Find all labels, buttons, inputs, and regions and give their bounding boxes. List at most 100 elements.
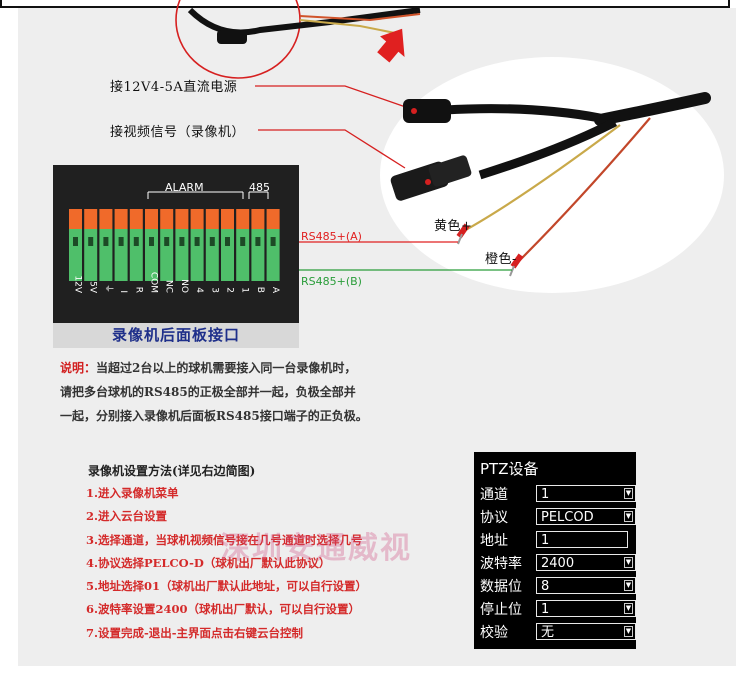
dc-plug-icon (403, 99, 451, 123)
terminal-body (129, 229, 143, 281)
terminal-hole (225, 237, 230, 246)
terminal-hole (103, 237, 109, 246)
terminal-lever (160, 209, 174, 229)
terminal-hole (240, 237, 246, 246)
terminal-body (266, 229, 280, 281)
ptz-row-protocol: 协议 PELCOD ▼ (480, 507, 636, 527)
databits-select[interactable]: 8 ▼ (536, 577, 636, 594)
setup-step: 6.波特率设置2400（球机出厂默认，可以自行设置） (86, 602, 361, 617)
terminal-body (160, 229, 174, 281)
terminal-lever (236, 209, 250, 229)
setup-step: 1.进入录像机菜单 (86, 486, 179, 500)
terminal-label: 1 (240, 287, 250, 293)
terminal-lever (69, 209, 82, 229)
terminal-hole (118, 237, 124, 246)
watermark: 深圳安通威视 (220, 531, 412, 566)
terminal-lever (129, 209, 143, 229)
terminal-body (145, 229, 158, 281)
terminal-lever (251, 209, 265, 229)
arrow-icon (377, 28, 405, 63)
setup-title: 录像机设置方法(详见右边简图) (88, 464, 256, 478)
top-dc-plug (217, 30, 247, 44)
ptz-title: PTZ设备 (480, 460, 539, 478)
chevron-down-icon[interactable]: ▼ (624, 580, 633, 591)
chevron-down-icon[interactable]: ▼ (624, 603, 633, 614)
terminal-hole (73, 237, 78, 246)
terminal-body (205, 229, 219, 281)
note-line-2: 请把多台球机的RS485的正极全部并一起，负极全部并 (60, 385, 356, 399)
ptz-label: 地址 (480, 533, 508, 549)
protocol-value: PELCOD (541, 510, 594, 525)
setup-step: 2.进入云台设置 (86, 509, 168, 524)
terminal-label: NC (164, 280, 174, 293)
chevron-down-icon[interactable]: ▼ (624, 511, 633, 522)
setup-step: 5.地址选择01（球机出厂默认此地址，可以自行设置） (86, 579, 368, 594)
ptz-label: 协议 (480, 510, 508, 526)
ptz-label: 数据位 (480, 579, 522, 595)
terminal-body (84, 229, 98, 281)
terminal-label: COM (149, 272, 159, 293)
terminal-body (114, 229, 128, 281)
orange-wire-label: 橙色- (485, 252, 517, 267)
baudrate-select[interactable]: 2400 ▼ (536, 554, 636, 571)
terminal-hole (149, 237, 154, 246)
stopbits-select[interactable]: 1 ▼ (536, 600, 636, 617)
address-input[interactable]: 1 (536, 531, 628, 548)
setup-step: 4.协议选择PELCO-D（球机出厂默认此协议） (86, 555, 331, 570)
databits-value: 8 (541, 579, 550, 594)
chevron-down-icon[interactable]: ▼ (624, 626, 633, 637)
rs485-a-label: RS485+(A) (301, 230, 362, 243)
port-485-label: 485 (249, 181, 270, 194)
terminal-label: 4 (194, 287, 204, 293)
ptz-row-address: 地址 1 (480, 530, 632, 550)
terminal-lever (175, 209, 189, 229)
ptz-row-databits: 数据位 8 ▼ (480, 576, 636, 596)
channel-value: 1 (541, 487, 550, 502)
note-line-1: 当超过2台以上的球机需要接入同一台录像机时， (96, 361, 357, 375)
terminal-label: I (118, 290, 128, 293)
yellow-wire-label: 黄色+ (434, 219, 473, 234)
ptz-label: 波特率 (480, 556, 522, 572)
chevron-down-icon[interactable]: ▼ (624, 488, 633, 499)
alarm-label: ALARM (165, 181, 204, 194)
terminal-body (99, 229, 113, 281)
terminal-body (221, 229, 234, 281)
ptz-row-parity: 校验 无 ▼ (480, 622, 636, 642)
terminal-label: 12V (73, 275, 83, 293)
setup-steps: 1.进入录像机菜单 2.进入云台设置 3.选择通道，当球机视频信号接在几号通道时… (86, 482, 367, 645)
ptz-settings-panel: PTZ设备 通道 1 ▼ 协议 PELCOD ▼ 地址 1 波特率 2400 ▼… (474, 452, 636, 649)
terminal-label: A (270, 287, 280, 294)
chevron-down-icon[interactable]: ▼ (624, 557, 633, 568)
ptz-label: 通道 (480, 487, 508, 503)
terminal-label: 2 (225, 287, 235, 293)
terminal-label: 5V (88, 281, 98, 294)
terminal-hole (194, 237, 200, 246)
video-signal-label: 接视频信号（录像机） (110, 125, 246, 140)
terminal-hole (88, 237, 94, 246)
note-block: 说明：当超过2台以上的球机需要接入同一台录像机时， 请把多台球机的RS485的正… (60, 356, 390, 428)
ptz-row-stopbits: 停止位 1 ▼ (480, 599, 636, 619)
note-lead: 说明： (60, 361, 97, 375)
terminal-lever (221, 209, 234, 229)
terminal-lever (114, 209, 128, 229)
parity-select[interactable]: 无 ▼ (536, 623, 636, 640)
terminal-lever (145, 209, 158, 229)
ptz-label: 校验 (480, 625, 508, 641)
terminal-hole (270, 237, 276, 246)
terminal-label: ⏚ (103, 284, 114, 293)
ptz-label: 停止位 (480, 602, 522, 618)
terminal-hole (255, 237, 261, 246)
terminal-hole (179, 237, 185, 246)
ptz-row-baudrate: 波特率 2400 ▼ (480, 553, 636, 573)
channel-select[interactable]: 1 ▼ (536, 485, 636, 502)
terminal-body (175, 229, 189, 281)
terminal-lever (84, 209, 98, 229)
protocol-select[interactable]: PELCOD ▼ (536, 508, 636, 525)
setup-step: 7.设置完成-退出-主界面点击右键云台控制 (86, 625, 304, 640)
terminal-hole (209, 237, 215, 246)
terminal-label: B (255, 287, 265, 293)
setup-step: 3.选择通道，当球机视频信号接在几号通道时选择几号 (86, 532, 363, 547)
